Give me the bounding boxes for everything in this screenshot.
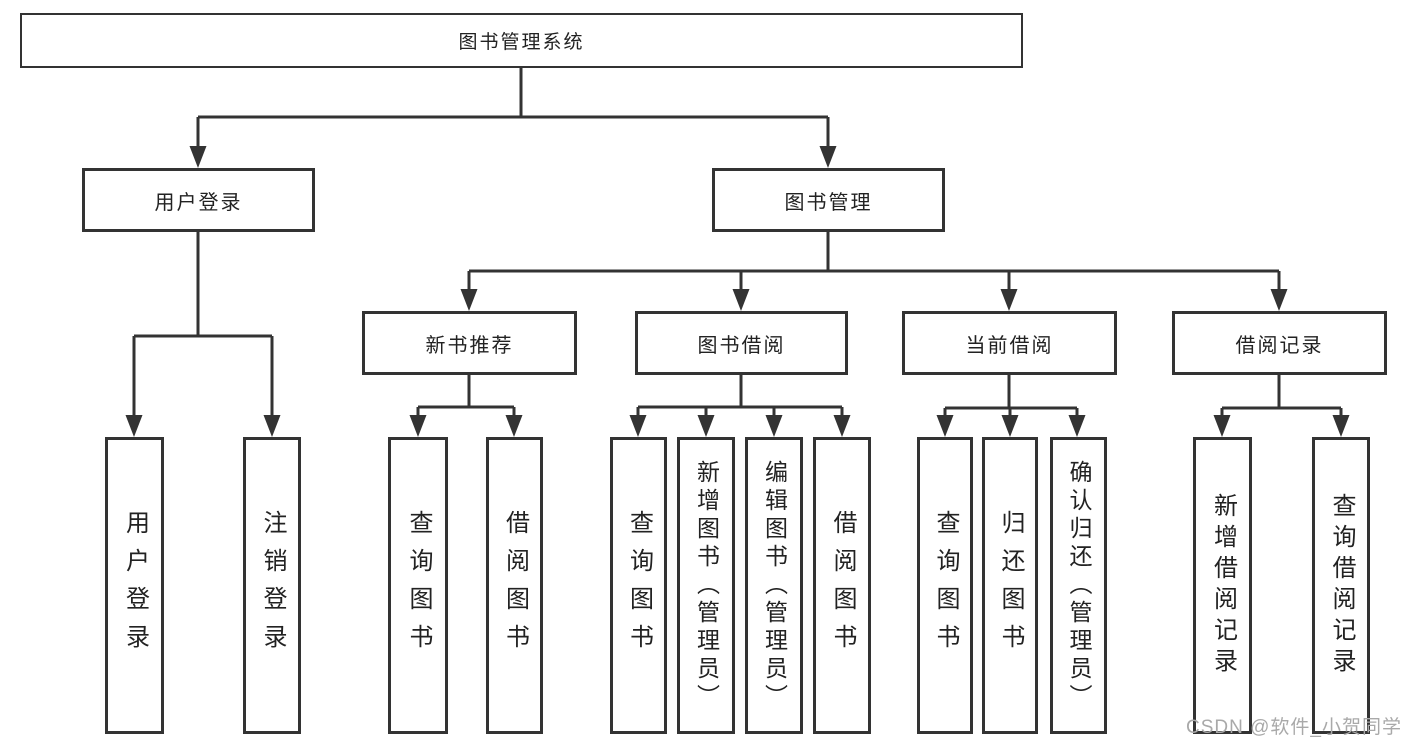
watermark: CSDN @软件_小贺同学 (1186, 717, 1402, 738)
leaf-borrow-books-2: 借阅图书 (813, 437, 871, 734)
leaf-add-book-admin: 新增图书（管理员） (677, 437, 735, 734)
leaf-query-books-2: 查询图书 (610, 437, 667, 734)
leaf-query-books-1: 查询图书 (388, 437, 448, 734)
arrow-heads (125, 146, 1350, 437)
branch-book-management: 图书管理 (712, 168, 945, 232)
leaf-confirm-return-admin: 确认归还（管理员） (1050, 437, 1107, 734)
leaf-borrow-books-1: 借阅图书 (486, 437, 543, 734)
root-node: 图书管理系统 (20, 13, 1023, 68)
section-new-book-recommend: 新书推荐 (362, 311, 577, 375)
section-current-borrow: 当前借阅 (902, 311, 1117, 375)
section-book-borrow: 图书借阅 (635, 311, 848, 375)
branch-user-login: 用户登录 (82, 168, 315, 232)
leaf-user-login: 用户登录 (105, 437, 164, 734)
leaf-query-books-3: 查询图书 (917, 437, 973, 734)
connector-rails (132, 68, 1343, 419)
leaf-return-book: 归还图书 (982, 437, 1038, 734)
section-borrow-records: 借阅记录 (1172, 311, 1387, 375)
leaf-add-borrow-record: 新增借阅记录 (1193, 437, 1252, 734)
leaf-logout: 注销登录 (243, 437, 301, 734)
leaf-edit-book-admin: 编辑图书（管理员） (745, 437, 803, 734)
leaf-query-borrow-record: 查询借阅记录 (1312, 437, 1370, 734)
